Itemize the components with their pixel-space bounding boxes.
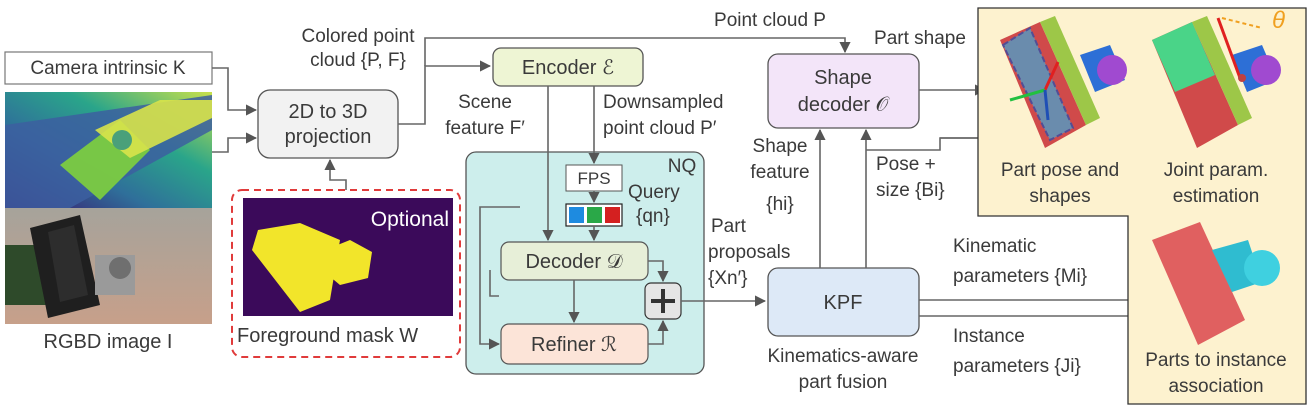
joint-param-label-2: estimation: [1173, 186, 1260, 207]
joint-param-label-1: Joint param.: [1164, 160, 1269, 181]
parts-instance-label-1: Parts to instance: [1145, 350, 1287, 371]
joint-param-illustration: θ: [1152, 7, 1285, 148]
kpf-caption-1: Kinematics-aware: [768, 346, 919, 367]
instance-label-1: Instance: [953, 326, 1025, 347]
rgbd-image: RGBD image I: [5, 92, 212, 353]
scene-feature-label-1: Scene: [458, 92, 512, 113]
point-cloud-label: Point cloud P: [714, 10, 826, 31]
rgbd-label: RGBD image I: [44, 331, 173, 353]
colored-point-cloud-label-2: cloud {P, F}: [310, 50, 406, 71]
query-panel: NQ FPS Query {qn} Decoder 𝒟 Refiner ℛ: [465, 151, 705, 375]
parts-instance-label-2: association: [1168, 376, 1263, 397]
query-label-2: {qn}: [636, 206, 670, 227]
query-label-1: Query: [628, 182, 680, 203]
foreground-mask-label: Foreground mask W: [237, 325, 418, 347]
foreground-mask-panel: Optional Foreground mask W: [231, 189, 461, 358]
parts-instance-illustration: [1152, 222, 1280, 345]
colored-point-cloud-label-1: Colored point: [301, 26, 415, 47]
part-pose-illustration: [1000, 16, 1127, 148]
kpf-caption-2: part fusion: [799, 372, 888, 393]
theta-label: θ: [1272, 7, 1285, 34]
downsampled-label-1: Downsampled: [603, 92, 723, 113]
part-proposals-label-2: proposals: [708, 242, 790, 263]
part-pose-label-2: shapes: [1029, 186, 1090, 207]
kinematic-label-1: Kinematic: [953, 236, 1036, 257]
query-tokens: [565, 203, 623, 227]
encoder-label: Encoder ℰ: [522, 57, 614, 79]
pose-size-label-2: size {Bi}: [876, 180, 945, 201]
part-pose-label-1: Part pose and: [1001, 160, 1119, 181]
instance-label-2: parameters {Ji}: [953, 356, 1081, 377]
shape-feature-label-3: {hi}: [766, 194, 793, 215]
downsampled-label-2: point cloud P′: [603, 118, 717, 139]
encoder-block: Encoder ℰ: [492, 47, 644, 87]
projection-label-line2: projection: [285, 126, 372, 148]
fps-label: FPS: [577, 169, 610, 188]
pose-size-label-1: Pose +: [876, 154, 936, 175]
output-panel: Part pose and shapes θ Joint param. esti…: [977, 7, 1307, 405]
shape-feature-label-1: Shape: [753, 136, 808, 157]
part-proposals-label-1: Part: [711, 216, 747, 237]
sum-node: [644, 282, 682, 320]
shape-feature-label-2: feature: [750, 162, 809, 183]
optional-label: Optional: [371, 208, 449, 231]
part-shape-label: Part shape: [874, 28, 966, 49]
camera-intrinsic-label: Camera intrinsic K: [30, 58, 186, 79]
projection-block: 2D to 3D projection: [257, 89, 399, 159]
camera-intrinsic-box: Camera intrinsic K: [4, 51, 213, 85]
shape-decoder-label-2: decoder 𝒪: [798, 94, 890, 116]
nq-label: NQ: [668, 156, 697, 177]
kpf-label: KPF: [824, 292, 863, 314]
kpf-block: KPF: [767, 267, 920, 337]
projection-label-line1: 2D to 3D: [289, 101, 368, 123]
decoder-label: Decoder 𝒟: [525, 251, 622, 273]
shape-decoder-block: Shape decoder 𝒪: [767, 53, 920, 129]
part-proposals-label-3: {Xn′}: [708, 268, 748, 289]
scene-feature-label-2: feature F′: [445, 118, 525, 139]
refiner-label: Refiner ℛ: [531, 334, 617, 356]
shape-decoder-label-1: Shape: [814, 67, 872, 89]
kinematic-label-2: parameters {Mi}: [953, 266, 1087, 287]
